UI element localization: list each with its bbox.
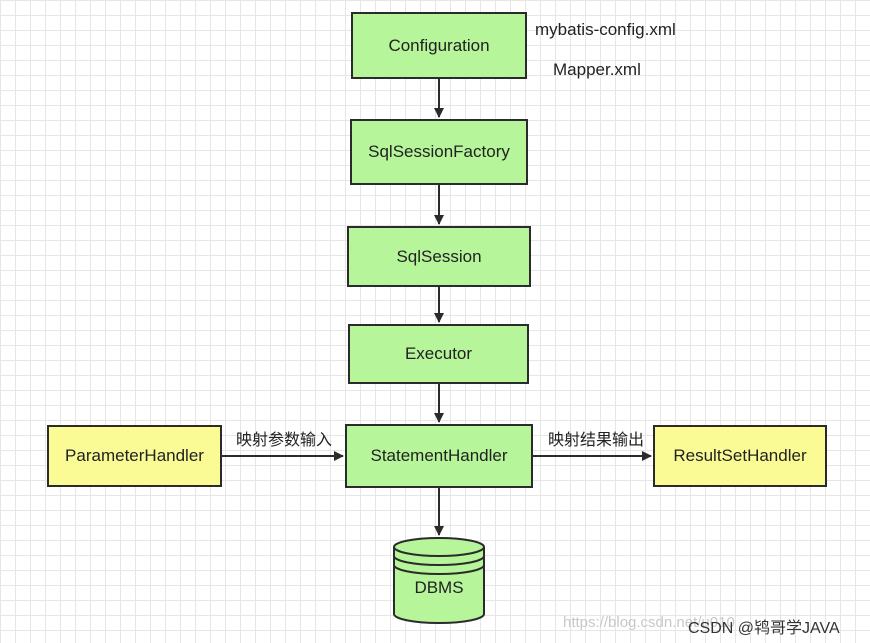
dbms-cylinder [393,537,485,624]
sql-session-node: SqlSession [347,226,531,287]
parameter-handler-node: ParameterHandler [47,425,222,487]
result-mapping-label: 映射结果输出 [548,432,645,449]
parameter-handler-label: ParameterHandler [65,446,204,465]
config-file-note: mybatis-config.xml [535,20,676,39]
watermark-url: https://blog.csdn.net/u010 [563,614,735,631]
result-set-handler-node: ResultSetHandler [653,425,827,487]
configuration-label: Configuration [388,35,490,55]
param-mapping-label: 映射参数输入 [236,432,333,449]
watermark-brand: CSDN @鸨哥学JAVA [688,620,840,637]
sql-session-factory-node: SqlSessionFactory [350,119,528,185]
statement-handler-label: StatementHandler [370,446,508,465]
dbms-label: DBMS [414,578,464,597]
executor-node: Executor [348,324,529,384]
result-set-handler-label: ResultSetHandler [673,446,807,465]
sql-session-label: SqlSession [396,246,482,266]
sql-session-factory-label: SqlSessionFactory [368,142,510,161]
executor-label: Executor [404,344,473,363]
configuration-node: Configuration [351,12,527,79]
mapper-file-note: Mapper.xml [553,60,641,79]
statement-handler-node: StatementHandler [345,424,533,488]
